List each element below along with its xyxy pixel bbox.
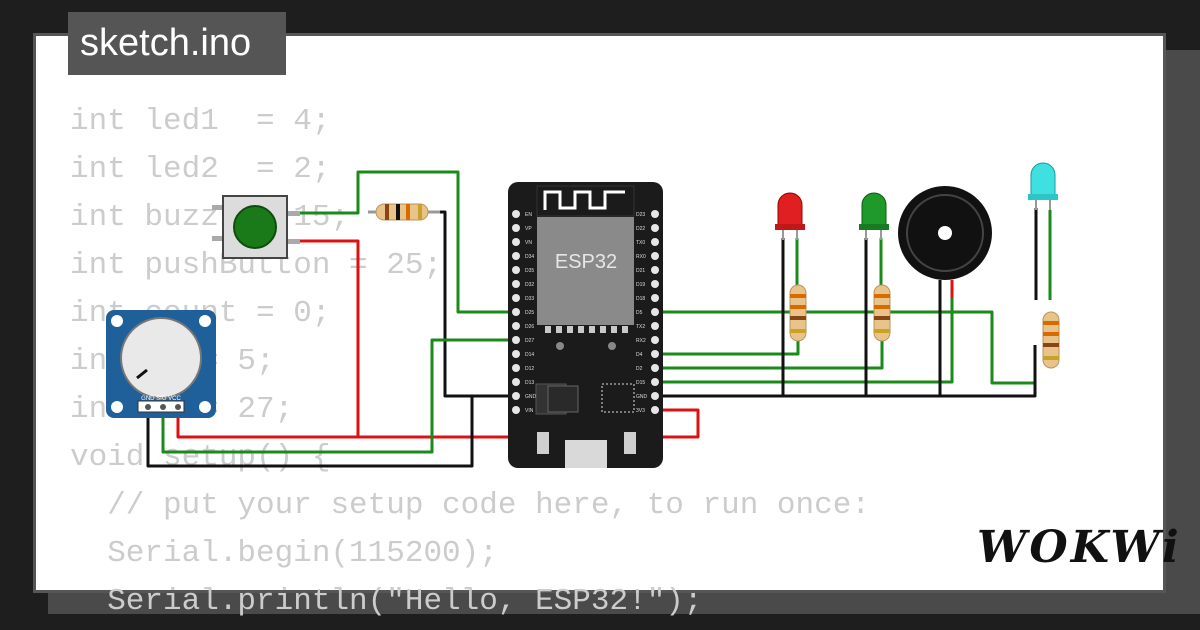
resistor-cyan-led: [1042, 311, 1060, 369]
led-cyan[interactable]: [1028, 162, 1058, 210]
esp32-label: ESP32: [555, 251, 617, 273]
pin-label: D13: [525, 380, 534, 386]
pin-label: TX0: [636, 240, 645, 246]
potentiometer[interactable]: GND SIG VCC: [106, 310, 216, 418]
wire-resistor-gnd: [430, 210, 515, 398]
resistor-pulldown: [368, 203, 440, 221]
code-line: Serial.begin(115200);: [70, 536, 498, 571]
esp32-board[interactable]: ESP32: [508, 182, 663, 468]
pin-label: D18: [636, 296, 645, 302]
wires: [146, 170, 1052, 468]
pin-label: VP: [525, 226, 532, 232]
wire-button-signal: [290, 170, 515, 314]
pin-label: D4: [636, 352, 643, 358]
pin-label: EN: [525, 212, 532, 218]
code-line: int pushButton = 25;: [70, 248, 443, 283]
pot-pin-labels: GND SIG VCC: [141, 396, 181, 402]
pin-label: D21: [636, 268, 645, 274]
code-line: int led1 = 4;: [70, 104, 331, 139]
code-line: int led2 = 2;: [70, 152, 331, 187]
pin-label: GND: [636, 394, 648, 400]
pin-label: D19: [636, 282, 645, 288]
button-cap[interactable]: [233, 205, 277, 249]
code-line: void setup() {: [70, 440, 331, 475]
pin-label: D12: [525, 366, 534, 372]
pot-knob[interactable]: [120, 317, 202, 399]
pin-label: D22: [636, 226, 645, 232]
pin-label: D15: [636, 380, 645, 386]
pin-label: TX2: [636, 324, 645, 330]
right-pin-column: [651, 210, 659, 414]
led-green[interactable]: [859, 192, 889, 240]
pin-label: D32: [525, 282, 534, 288]
wire-led-green: [655, 340, 884, 370]
resistor-red-led: [789, 284, 807, 342]
pin-label: D23: [636, 212, 645, 218]
resistor-green-led: [873, 284, 891, 342]
wire-pot-gnd: [146, 394, 515, 468]
pin-label: D35: [525, 268, 534, 274]
pin-label: VN: [525, 240, 532, 246]
usb-port: [565, 440, 607, 468]
pin-label: RX0: [636, 254, 646, 260]
pin-label: VIN: [525, 408, 534, 414]
esp32-module: [537, 217, 634, 325]
buzzer[interactable]: [898, 186, 992, 280]
code-line: // put your setup code here, to run once…: [70, 488, 870, 523]
left-pin-column: [512, 210, 520, 414]
code-line: int buzz = 15;: [70, 200, 350, 235]
pin-label: 3V3: [636, 408, 645, 414]
pin-label: D33: [525, 296, 534, 302]
wire-led-cyan: [655, 310, 1035, 385]
wokwi-logo: WOKWi: [977, 522, 1182, 573]
pin-label: D27: [525, 338, 534, 344]
pin-label: RX2: [636, 338, 646, 344]
wire-led-red: [655, 340, 800, 356]
pin-label: D2: [636, 366, 643, 372]
wire-3v3-loop: [655, 408, 700, 439]
push-button[interactable]: [212, 195, 300, 259]
file-tab[interactable]: sketch.ino: [68, 12, 286, 75]
pin-label: D14: [525, 352, 534, 358]
pin-label: D34: [525, 254, 534, 260]
code-line: Serial.println("Hello, ESP32!");: [70, 584, 703, 619]
pin-label: GND: [525, 394, 537, 400]
pin-label: D26: [525, 324, 534, 330]
led-red[interactable]: [775, 192, 805, 240]
pin-label: D25: [525, 310, 534, 316]
pin-label: D5: [636, 310, 643, 316]
wire-buzzer-signal: [655, 292, 954, 384]
wire-pot-signal: [161, 338, 515, 454]
wire-pot-vcc: [176, 410, 358, 439]
